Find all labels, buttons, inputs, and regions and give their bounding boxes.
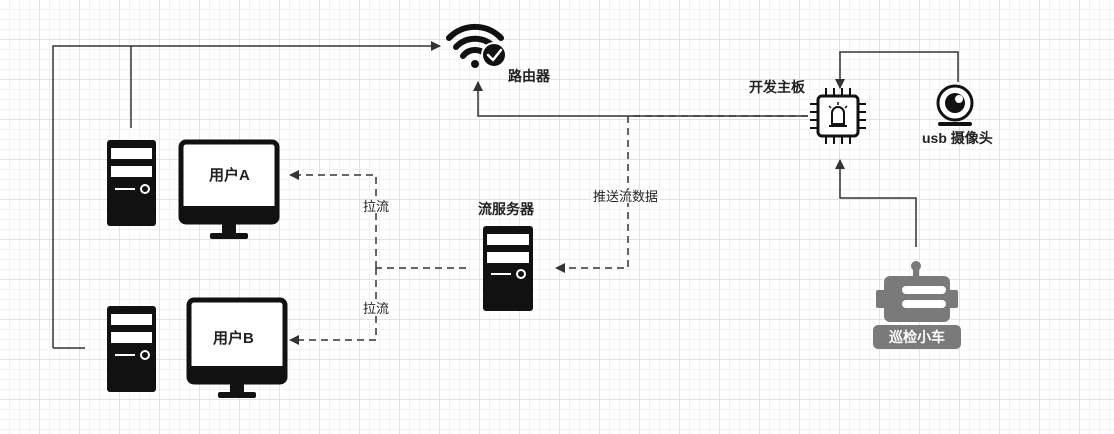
edge-users-to-router [52, 41, 441, 348]
camera-label: usb 摄像头 [922, 130, 993, 146]
stream-server-label: 流服务器 [478, 201, 534, 217]
webcam-icon [936, 84, 974, 126]
user-b-label: 用户B [213, 330, 254, 347]
pull-stream-label-a: 拉流 [361, 199, 392, 214]
user-a-label: 用户A [209, 167, 250, 184]
edge-pull-to-user-a [289, 170, 377, 268]
push-stream-label: 推送流数据 [591, 189, 661, 204]
server-icon [107, 140, 156, 226]
monitor-icon [178, 139, 280, 239]
edge-pull-to-user-b [289, 268, 377, 345]
monitor-icon [186, 297, 288, 398]
chip-alarm-icon [810, 88, 866, 144]
pull-stream-label-b: 拉流 [361, 301, 392, 316]
server-icon [107, 306, 156, 392]
board-label: 开发主板 [749, 79, 805, 95]
edge-camera-to-board [835, 51, 959, 89]
router-label: 路由器 [508, 68, 550, 84]
robot-label: 巡检小车 [873, 325, 961, 349]
wifi-check-icon [446, 23, 507, 68]
server-icon [483, 226, 533, 311]
robot-icon [876, 261, 958, 322]
edge-robot-to-board [835, 159, 917, 247]
